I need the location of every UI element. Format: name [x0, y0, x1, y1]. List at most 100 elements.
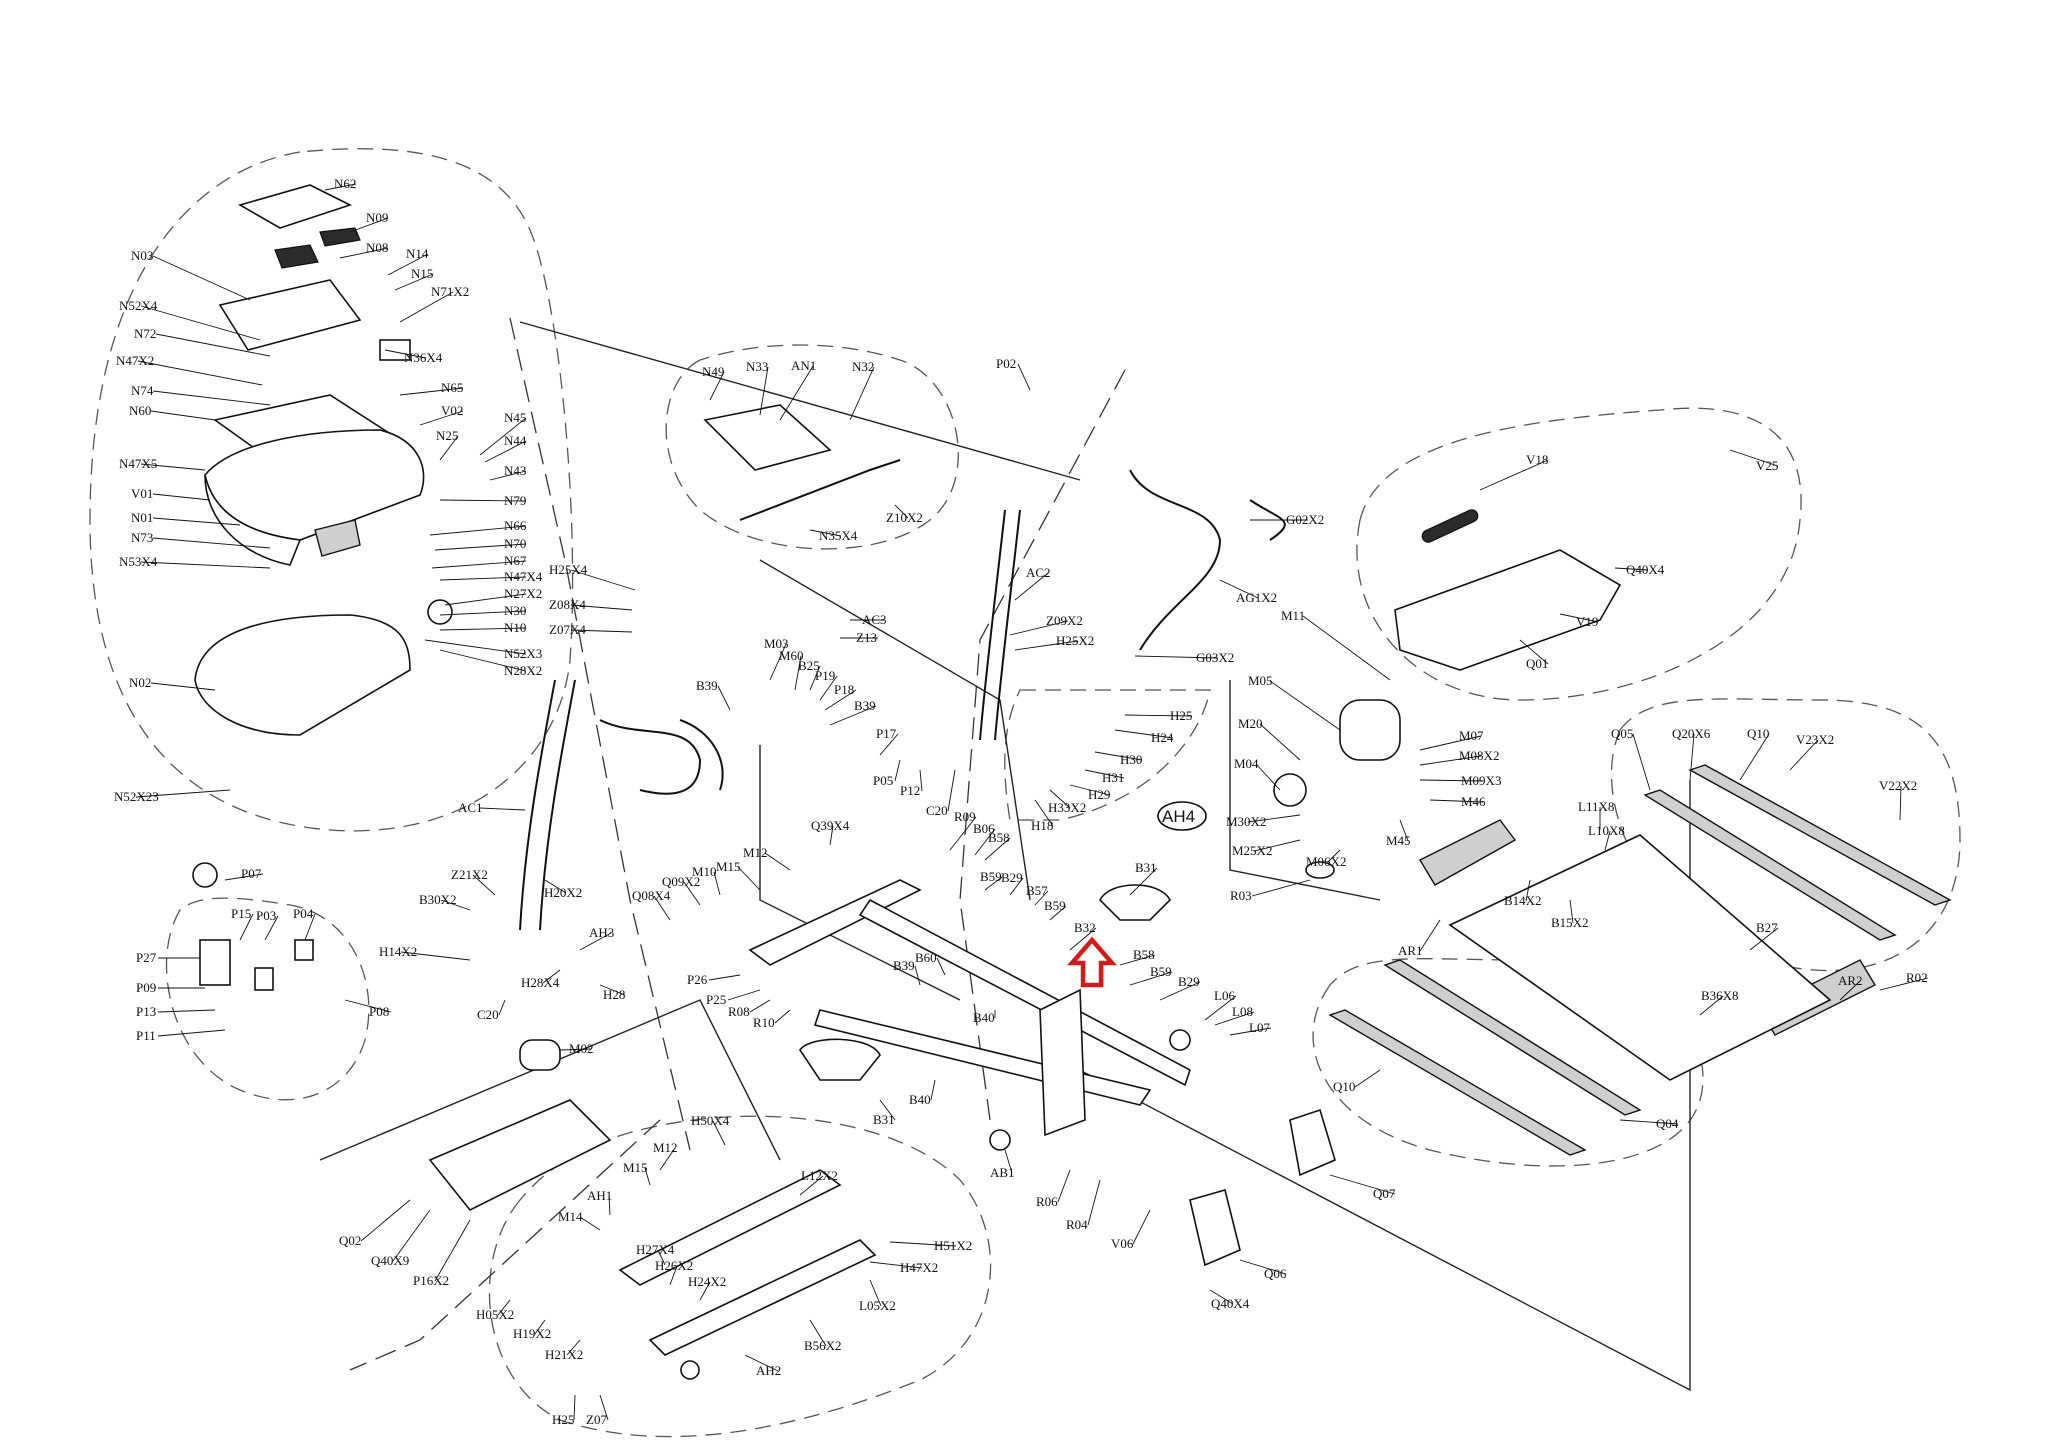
- callout-label: AG1X2: [1236, 590, 1277, 605]
- callout-label: N03: [131, 248, 153, 263]
- leader-line: [1419, 755, 1482, 766]
- leader-line: [1247, 814, 1301, 823]
- callout-h51x2: H51X2: [889, 1238, 972, 1253]
- leader-line: [1429, 799, 1484, 803]
- callout-m06x2: M06X2: [1306, 849, 1346, 869]
- callout-n02: N02: [129, 675, 216, 691]
- leader-line: [444, 593, 527, 606]
- callout-r06: R06: [1036, 1169, 1071, 1209]
- leader-line: [439, 627, 527, 631]
- callout-label: G02X2: [1286, 512, 1324, 527]
- leader-line: [1009, 620, 1069, 636]
- callout-n36x4: N36X4: [384, 349, 443, 365]
- callout-label: N44: [504, 433, 527, 448]
- console-pcb: [218, 279, 362, 351]
- callout-n70: N70: [434, 536, 526, 551]
- callout-ah4: AH4: [1157, 801, 1207, 831]
- callout-h18: H18: [1031, 799, 1053, 833]
- callout-label: H47X2: [900, 1260, 938, 1275]
- callout-z09x2: Z09X2: [1009, 613, 1083, 636]
- callout-p18: P18: [824, 682, 857, 711]
- leader-line: [1087, 1179, 1101, 1226]
- leader-line: [1084, 769, 1125, 779]
- callout-l07: L07: [1229, 1020, 1272, 1036]
- leader-line: [936, 957, 946, 976]
- callout-l10x8: L10X8: [1588, 823, 1625, 851]
- leader-line: [599, 1394, 609, 1421]
- leader-line: [713, 871, 721, 896]
- callout-h25b: H25: [552, 1394, 576, 1427]
- callout-label: P11: [136, 1028, 156, 1043]
- callout-n15: N15: [394, 266, 433, 291]
- callout-label: V22X2: [1879, 778, 1917, 793]
- callout-p11: P11: [136, 1028, 226, 1043]
- leader-line: [339, 247, 389, 259]
- leader-line: [1689, 733, 1695, 781]
- callout-q40x4a: Q40X4: [1614, 562, 1665, 577]
- callout-n53x4: N53X4: [119, 554, 271, 569]
- console-group-outline: [89, 148, 574, 832]
- callout-label: V18: [1526, 452, 1548, 467]
- callout-p16x2: P16X2: [413, 1219, 471, 1288]
- main-frame: [748, 879, 1191, 1151]
- callout-label: B29: [1001, 870, 1023, 885]
- callout-label: AH3: [589, 925, 614, 940]
- running-deck: [1448, 834, 1832, 1081]
- frame-rail: [858, 898, 1191, 1087]
- callout-label: L11X8: [1578, 799, 1614, 814]
- callout-label: M04: [1234, 756, 1259, 771]
- callout-label: B59: [980, 869, 1002, 884]
- callout-n52x3: N52X3: [424, 639, 542, 661]
- callout-v01: V01: [131, 486, 211, 501]
- callout-v19: V19: [1559, 613, 1598, 629]
- callout-h47x2: H47X2: [869, 1260, 938, 1275]
- leader-line: [439, 435, 459, 461]
- callout-label: Q02: [339, 1233, 361, 1248]
- leader-line: [1014, 572, 1049, 601]
- callout-label: B39: [854, 698, 876, 713]
- power-plate: [199, 939, 231, 986]
- leader-line: [774, 1009, 791, 1024]
- callout-b14x2: B14X2: [1504, 879, 1542, 908]
- console-to-frame-line: [519, 321, 1081, 481]
- callout-label: Z21X2: [451, 867, 488, 882]
- leader-line: [150, 410, 216, 421]
- leader-line: [324, 183, 357, 191]
- leader-line: [1129, 867, 1158, 896]
- leader-line: [683, 881, 701, 906]
- callout-h20x2: H20X2: [544, 879, 582, 900]
- callout-g02x2: G02X2: [1250, 512, 1324, 527]
- leader-line: [559, 1048, 592, 1051]
- callout-m12b: M12: [653, 1140, 678, 1171]
- leader-line: [304, 913, 316, 941]
- callout-l05x2: L05X2: [859, 1279, 896, 1313]
- leader-line: [439, 576, 527, 581]
- left-upright-2: [539, 679, 576, 931]
- callout-label: Z10X2: [886, 510, 923, 525]
- callout-label: AH2: [756, 1363, 781, 1378]
- callout-b60: B60: [915, 950, 946, 976]
- callout-label: M60: [779, 648, 804, 663]
- leader-line: [439, 649, 527, 672]
- leader-line: [949, 816, 977, 851]
- upright-assembly: [519, 404, 1286, 931]
- callout-label: M11: [1281, 608, 1305, 623]
- leader-line: [769, 643, 787, 681]
- keypad-left: [274, 244, 319, 269]
- callout-label: B59: [1044, 898, 1066, 913]
- callout-label: V01: [131, 486, 153, 501]
- leader-line: [570, 604, 633, 611]
- callout-label: B14X2: [1504, 893, 1542, 908]
- callout-n67: N67: [431, 553, 527, 569]
- callout-label: N60: [129, 403, 151, 418]
- callout-q20x6: Q20X6: [1672, 726, 1711, 781]
- callout-label: H27X4: [636, 1242, 675, 1257]
- callout-n47x4: N47X4: [439, 569, 543, 584]
- leader-line: [708, 974, 741, 981]
- callout-p15: P15: [231, 906, 254, 941]
- leader-line: [889, 1241, 957, 1247]
- motor-box-line: [1229, 680, 1381, 901]
- leader-line: [1302, 615, 1391, 681]
- side-rail-right-2: [1688, 764, 1952, 906]
- callout-label: H30: [1120, 752, 1142, 767]
